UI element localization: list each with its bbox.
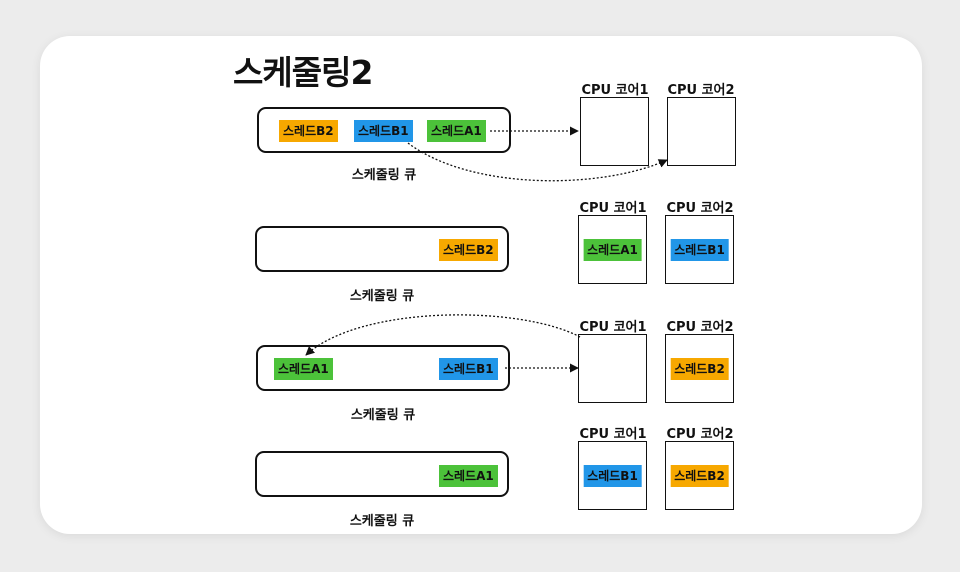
cpu-core-1: 스레드B1 <box>578 441 647 510</box>
core1-label: CPU 코어1 <box>581 83 649 98</box>
cpu-core-2: 스레드B2 <box>665 441 734 510</box>
thread-chip: 스레드A1 <box>583 238 642 261</box>
queue-label: 스케줄링 큐 <box>351 168 417 183</box>
scheduling-queue-4: 스레드A1 <box>255 451 509 497</box>
thread-chip: 스레드A1 <box>439 465 498 487</box>
thread-chip: 스레드B1 <box>670 238 729 261</box>
cpu-core-2: 스레드B2 <box>665 334 734 403</box>
cpu-core-2 <box>667 97 736 166</box>
thread-chip: 스레드B2 <box>670 357 729 380</box>
arrow-core1-to-queue <box>305 314 581 356</box>
core2-label: CPU 코어2 <box>666 320 734 335</box>
thread-chip: 스레드B1 <box>354 120 413 142</box>
arrow-b1-to-core2 <box>407 142 668 182</box>
scheduling-queue-3: 스레드A1 스레드B1 <box>256 345 510 391</box>
thread-chip: 스레드B1 <box>583 464 642 487</box>
core2-label: CPU 코어2 <box>667 83 735 98</box>
scheduling-queue-1: 스레드B2 스레드B1 스레드A1 <box>257 107 511 153</box>
queue-label: 스케줄링 큐 <box>349 289 415 304</box>
diagram-title: 스케줄링2 <box>233 53 373 92</box>
cpu-core-2: 스레드B1 <box>665 215 734 284</box>
scheduling-queue-2: 스레드B2 <box>255 226 509 272</box>
cpu-core-1 <box>580 97 649 166</box>
cpu-core-1: 스레드A1 <box>578 215 647 284</box>
thread-chip: 스레드B1 <box>439 358 498 380</box>
queue-label: 스케줄링 큐 <box>349 514 415 529</box>
core2-label: CPU 코어2 <box>666 201 734 216</box>
cpu-core-1 <box>578 334 647 403</box>
core1-label: CPU 코어1 <box>579 320 647 335</box>
thread-chip: 스레드A1 <box>274 358 333 380</box>
thread-chip: 스레드B2 <box>279 120 338 142</box>
core1-label: CPU 코어1 <box>579 201 647 216</box>
thread-chip: 스레드B2 <box>439 239 498 261</box>
queue-label: 스케줄링 큐 <box>350 408 416 423</box>
thread-chip: 스레드A1 <box>427 120 486 142</box>
thread-chip: 스레드B2 <box>670 464 729 487</box>
core1-label: CPU 코어1 <box>579 427 647 442</box>
core2-label: CPU 코어2 <box>666 427 734 442</box>
